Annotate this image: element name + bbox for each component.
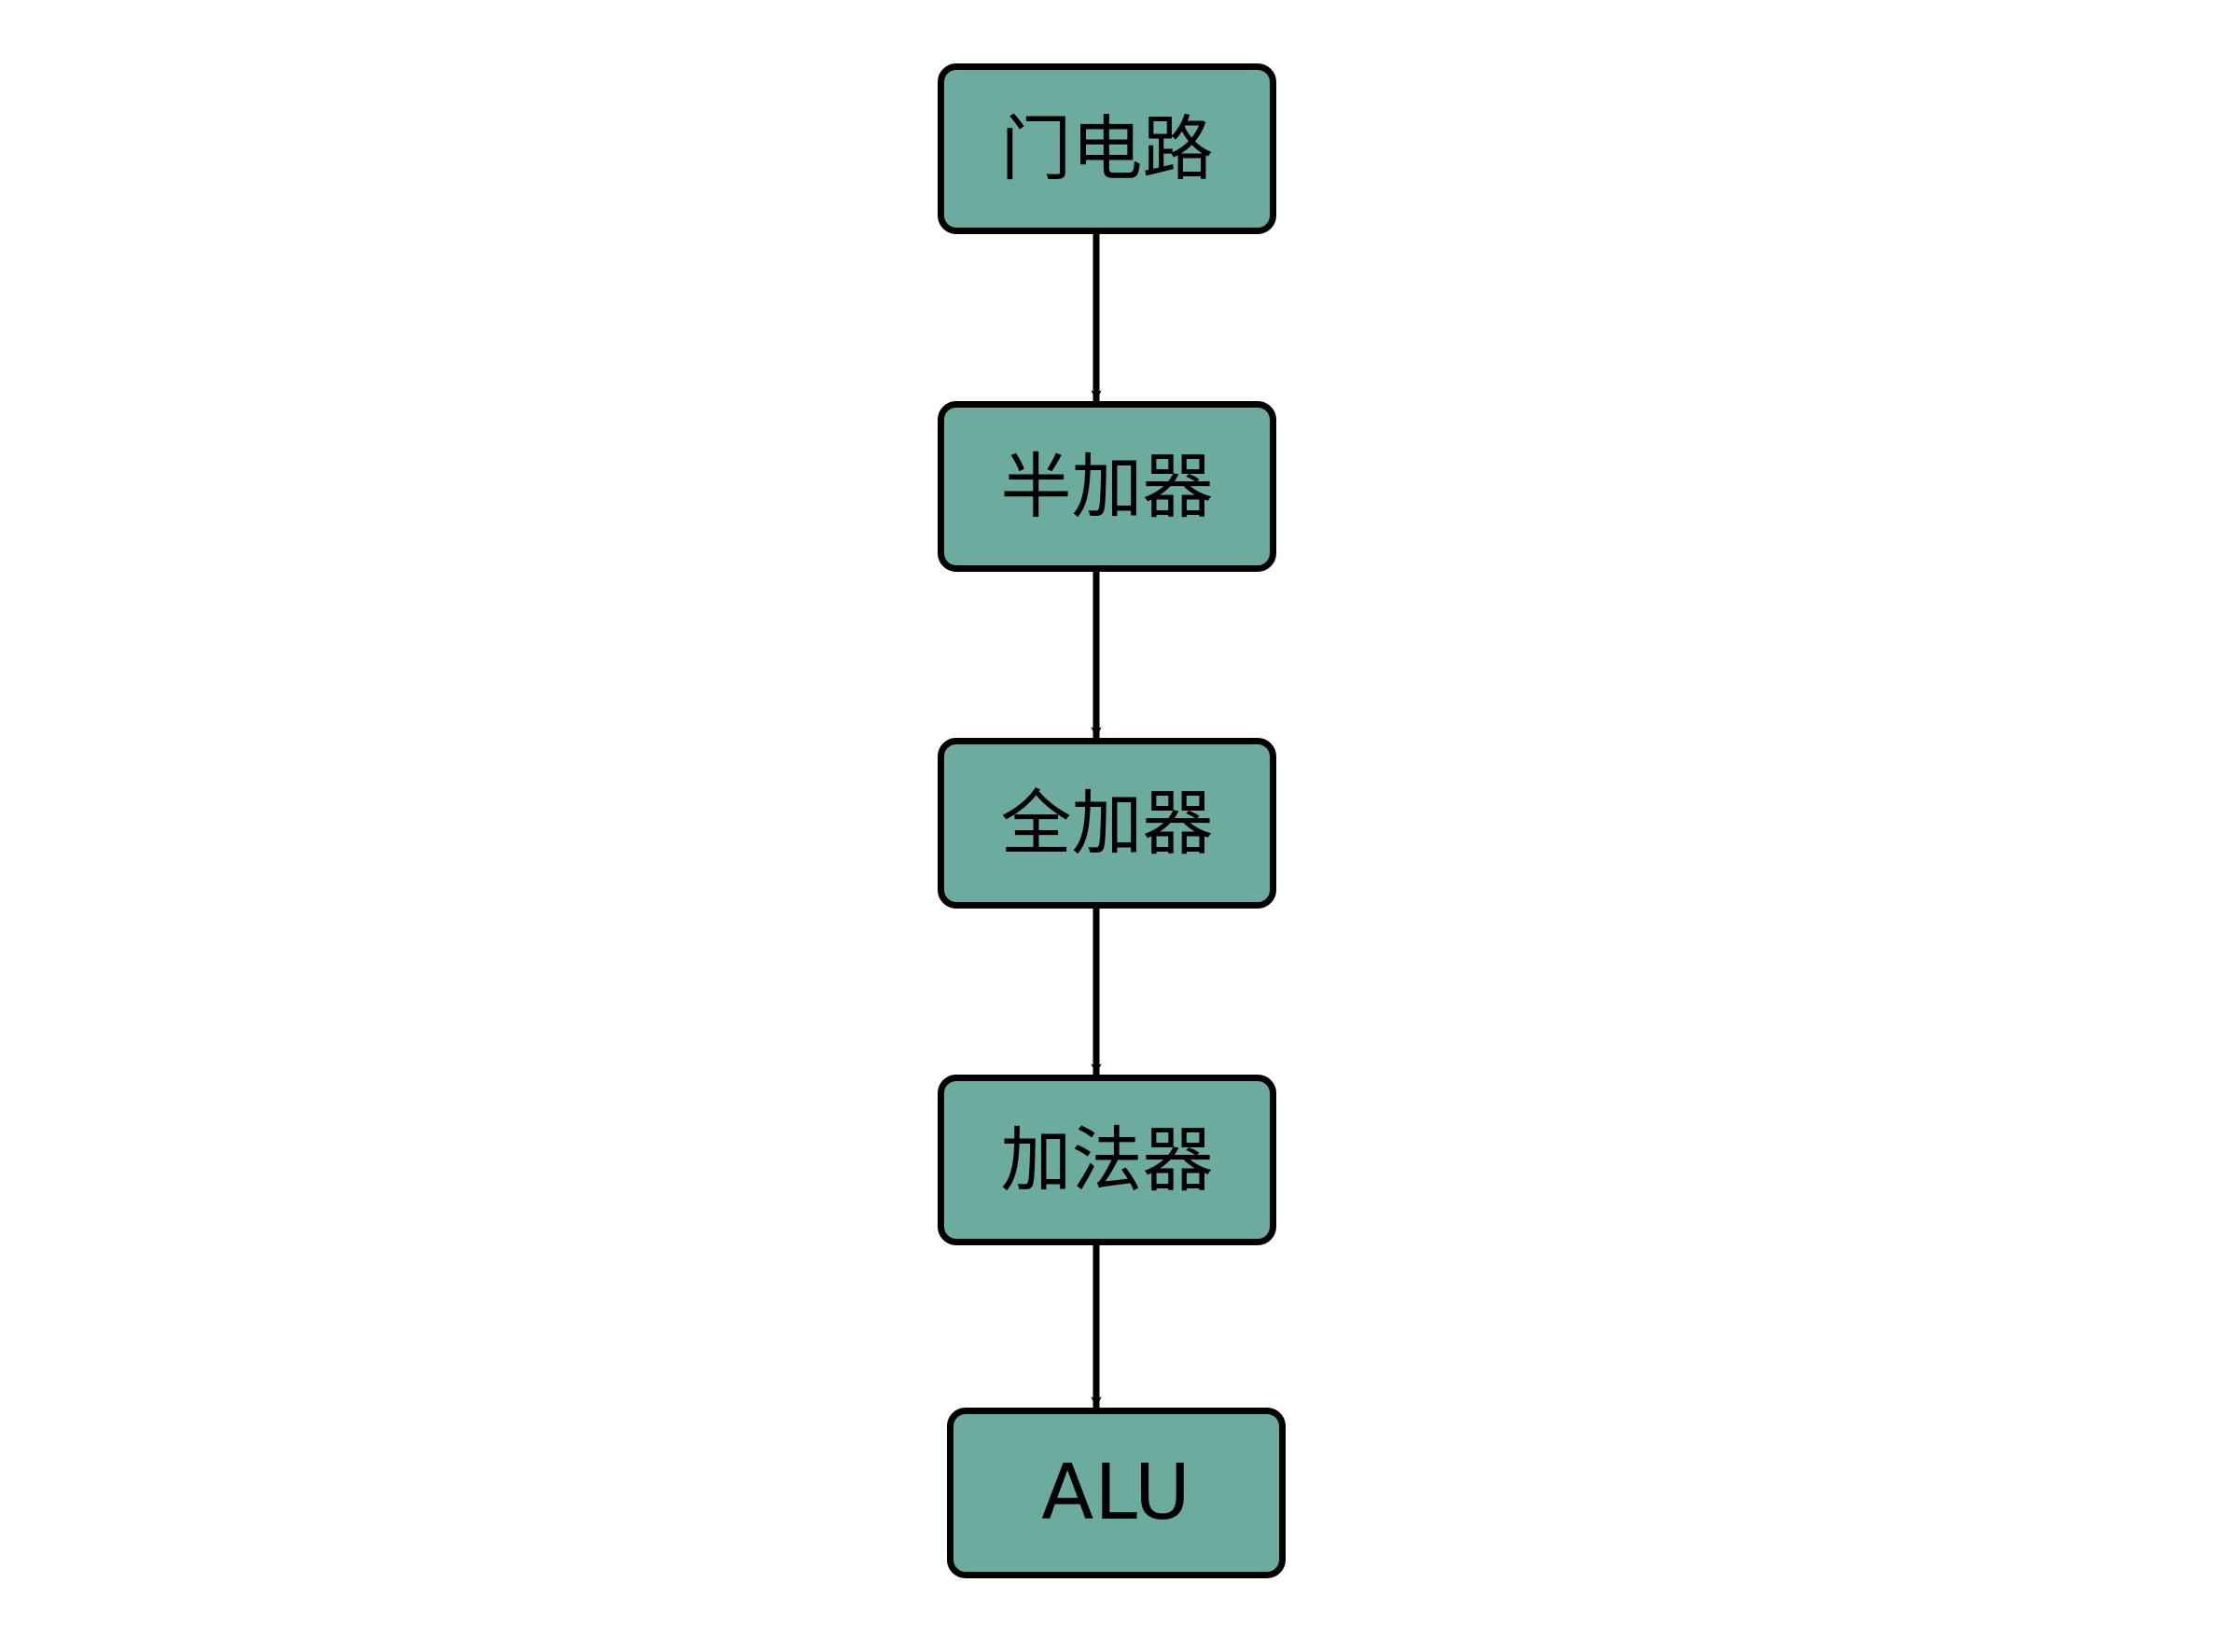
node-alu[interactable]: ALU bbox=[947, 1408, 1286, 1578]
node-adder[interactable]: 加法器 bbox=[938, 1075, 1276, 1245]
node-label: 全加器 bbox=[1000, 781, 1214, 865]
node-label: ALU bbox=[1041, 1448, 1191, 1537]
node-full-adder[interactable]: 全加器 bbox=[938, 738, 1276, 909]
node-label: 半加器 bbox=[1000, 444, 1214, 528]
node-label: 加法器 bbox=[1000, 1118, 1214, 1201]
node-label: 门电路 bbox=[1000, 106, 1214, 190]
node-gate-circuit[interactable]: 门电路 bbox=[938, 63, 1276, 234]
node-half-adder[interactable]: 半加器 bbox=[938, 401, 1276, 572]
